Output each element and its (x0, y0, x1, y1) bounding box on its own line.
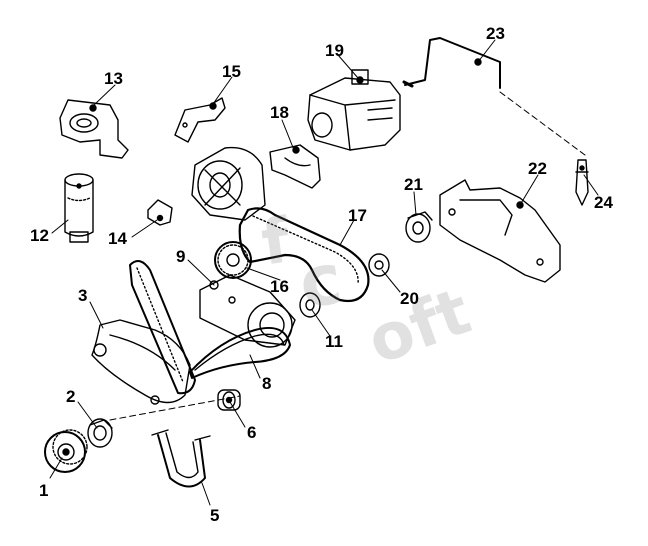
callout-9[interactable]: 9 (176, 247, 186, 266)
part-15-lever[interactable] (174, 97, 226, 143)
part-22-rear-cover[interactable] (439, 179, 561, 283)
part-3-lower-cover[interactable] (91, 319, 191, 405)
part-5-u-gasket[interactable] (151, 429, 211, 488)
accessory-belt (129, 260, 196, 395)
callout-2[interactable]: 2 (66, 387, 76, 406)
callout-6[interactable]: 6 (247, 423, 257, 442)
callout-14[interactable]: 14 (108, 229, 127, 248)
callout-5[interactable]: 5 (210, 506, 220, 525)
part-24-injector[interactable] (575, 159, 589, 206)
part-12-filter[interactable] (64, 173, 94, 243)
callout-23[interactable]: 23 (486, 24, 505, 43)
callout-12[interactable]: 12 (30, 226, 49, 245)
callout-15[interactable]: 15 (222, 62, 241, 81)
part-18-bearing-cap[interactable] (269, 144, 321, 189)
part-8-ribbed-belt[interactable] (189, 326, 291, 379)
part-11-roller[interactable] (299, 292, 321, 318)
callout-11[interactable]: 11 (325, 332, 343, 351)
callout-16[interactable]: 16 (270, 277, 289, 296)
part-1-crank-pulley[interactable] (44, 429, 88, 473)
part-20-roller[interactable] (368, 253, 390, 277)
callout-3[interactable]: 3 (78, 286, 88, 305)
callout-8[interactable]: 8 (262, 374, 272, 393)
part-16-sprocket[interactable] (214, 241, 252, 279)
callout-24[interactable]: 24 (594, 193, 613, 212)
callout-1[interactable]: 1 (39, 481, 49, 500)
callout-17[interactable]: 17 (348, 206, 367, 225)
part-19-injection-pump[interactable] (307, 69, 401, 151)
callout-13[interactable]: 13 (104, 69, 123, 88)
part-2-bearing[interactable] (87, 418, 113, 448)
callout-22[interactable]: 22 (528, 159, 547, 178)
alternator (191, 146, 266, 221)
part-21-pulley[interactable] (405, 211, 433, 243)
part-6-idler-roller[interactable] (217, 389, 241, 411)
callout-21[interactable]: 21 (404, 175, 423, 194)
callout-20[interactable]: 20 (400, 289, 419, 308)
tensioner-pulley (247, 302, 293, 348)
part-13-mount-bracket[interactable] (59, 99, 129, 159)
callout-18[interactable]: 18 (270, 103, 289, 122)
part-23-fuel-pipe[interactable] (402, 37, 501, 89)
part-17-timing-belt[interactable] (238, 207, 370, 303)
callout-19[interactable]: 19 (325, 41, 344, 60)
leader-lines (49, 39, 599, 506)
part-14-clip[interactable] (147, 199, 173, 226)
